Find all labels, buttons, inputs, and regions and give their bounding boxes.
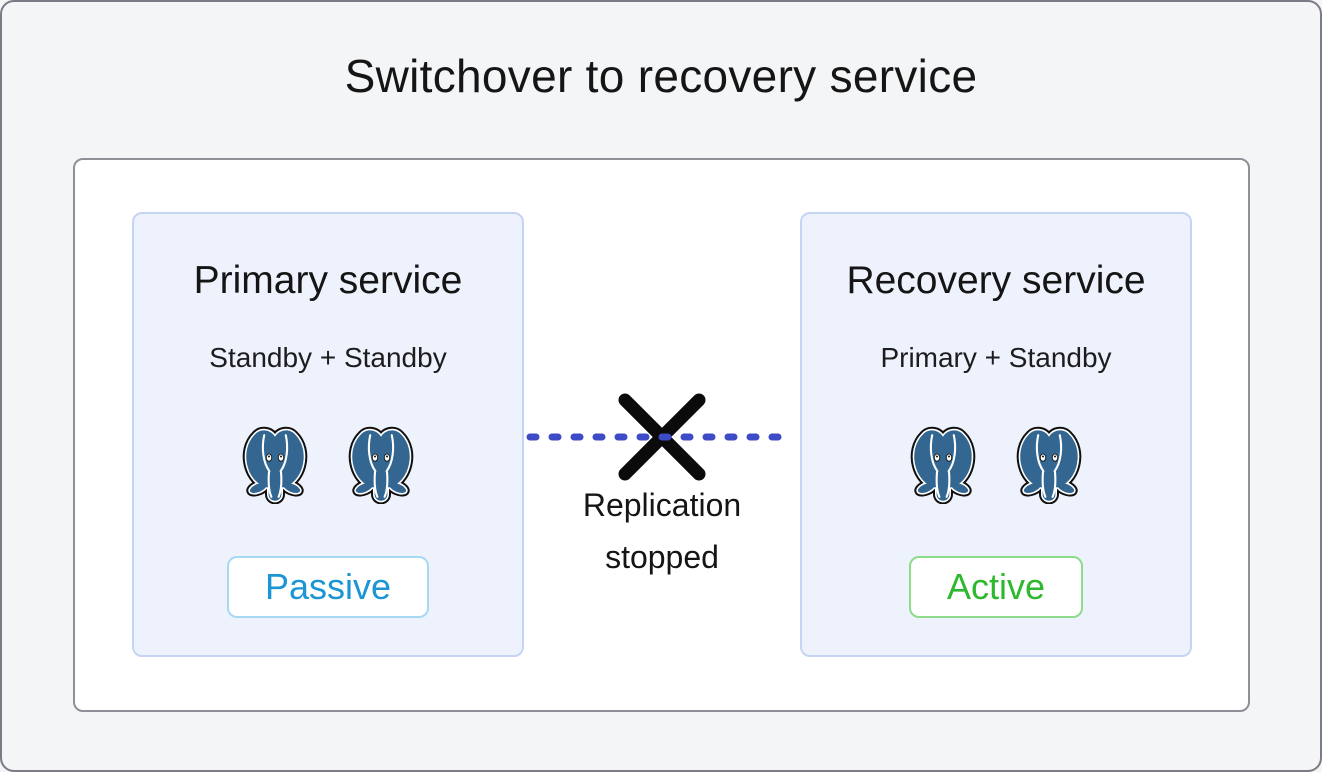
postgresql-elephant-icon [341, 424, 421, 504]
services-panel: Primary service Standby + Standby Passiv… [73, 158, 1250, 712]
primary-instance-icons [235, 424, 421, 504]
recovery-instance-icons [903, 424, 1089, 504]
postgresql-elephant-icon [903, 424, 983, 504]
replication-stopped-line2: stopped [605, 539, 719, 575]
replication-stopped-label: Replication stopped [523, 479, 801, 583]
primary-service-card: Primary service Standby + Standby Passiv… [132, 212, 524, 657]
recovery-service-topology: Primary + Standby [880, 342, 1112, 373]
recovery-status-badge: Active [908, 556, 1084, 618]
replication-link-zone: Replication stopped [523, 160, 801, 710]
postgresql-elephant-icon [235, 424, 315, 504]
replication-break-graphic [526, 393, 797, 481]
primary-status-badge: Passive [226, 556, 430, 618]
recovery-service-card: Recovery service Primary + Standby Activ… [800, 212, 1192, 657]
replication-stopped-line1: Replication [582, 487, 742, 523]
diagram-title: Switchover to recovery service [344, 50, 978, 102]
primary-service-title: Primary service [193, 259, 463, 302]
recovery-service-title: Recovery service [846, 259, 1146, 302]
primary-service-topology: Standby + Standby [209, 342, 447, 373]
postgresql-elephant-icon [1009, 424, 1089, 504]
